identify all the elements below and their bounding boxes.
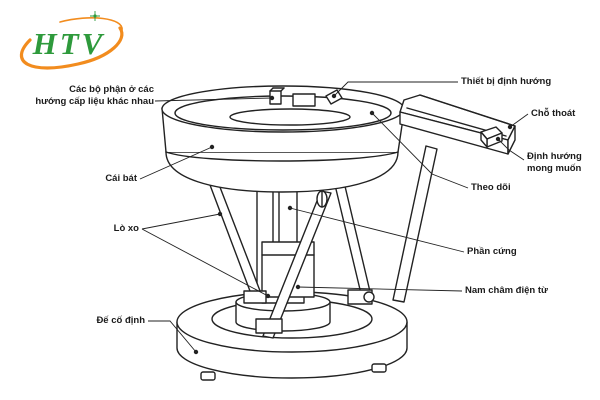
- discharge-track: [399, 94, 516, 155]
- leaf-springs: [209, 145, 438, 339]
- label-orienting-device: Thiết bị định hướng: [461, 76, 552, 87]
- upper-spring-mounts: [316, 190, 328, 208]
- label-exit: Chỗ thoát: [531, 108, 576, 119]
- label-parts-in-various-orientations: Các bộ phận ở các hướng cấp liệu khác nh…: [12, 84, 154, 108]
- label-bowl: Cái bát: [105, 173, 137, 184]
- track-parts: [480, 126, 503, 148]
- logo-text: HTV: [32, 26, 106, 61]
- htv-logo: HTV: [19, 11, 124, 70]
- spring-clamps: [243, 289, 375, 334]
- base-feet: [200, 363, 387, 381]
- label-springs: Lò xo: [113, 223, 139, 234]
- label-desired-line2: mong muốn: [527, 162, 582, 174]
- label-parts-line1: Các bộ phận ở các: [69, 84, 154, 95]
- label-armature: Phần cứng: [467, 246, 517, 257]
- label-desired-orientation: Định hướng mong muốn: [527, 151, 582, 175]
- label-fixed-base: Đế cố định: [96, 315, 145, 326]
- label-desired-line1: Định hướng: [527, 151, 582, 162]
- label-track: Theo dõi: [471, 182, 511, 193]
- leader-lines: [139, 81, 529, 355]
- central-column: [256, 182, 315, 298]
- label-parts-line2: hướng cấp liệu khác nhau: [35, 95, 154, 107]
- bowl: [161, 85, 405, 193]
- label-electromagnet: Nam châm điện từ: [465, 285, 548, 296]
